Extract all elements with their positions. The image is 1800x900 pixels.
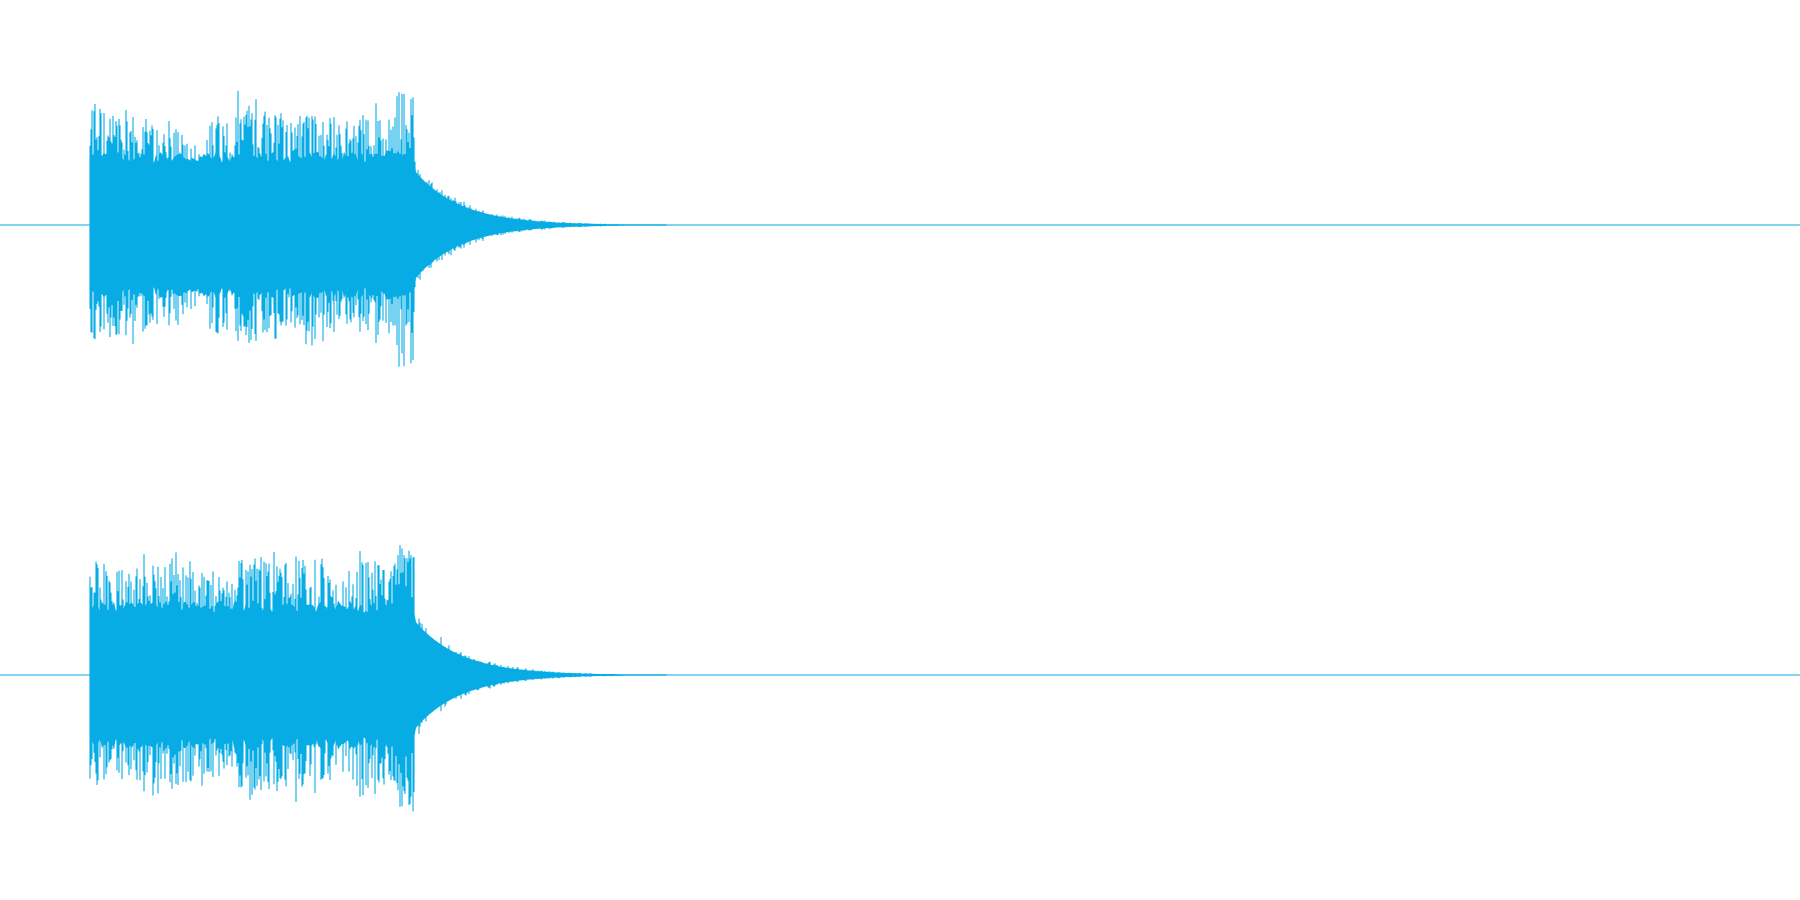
channel-right-waveform-body [90,600,666,750]
waveform-channel-left[interactable] [0,90,1800,367]
waveform-channel-right[interactable] [0,545,1800,812]
channel-left-waveform-body [90,150,666,300]
channel-right-waveform [89,545,667,812]
channel-left-waveform [89,90,667,367]
